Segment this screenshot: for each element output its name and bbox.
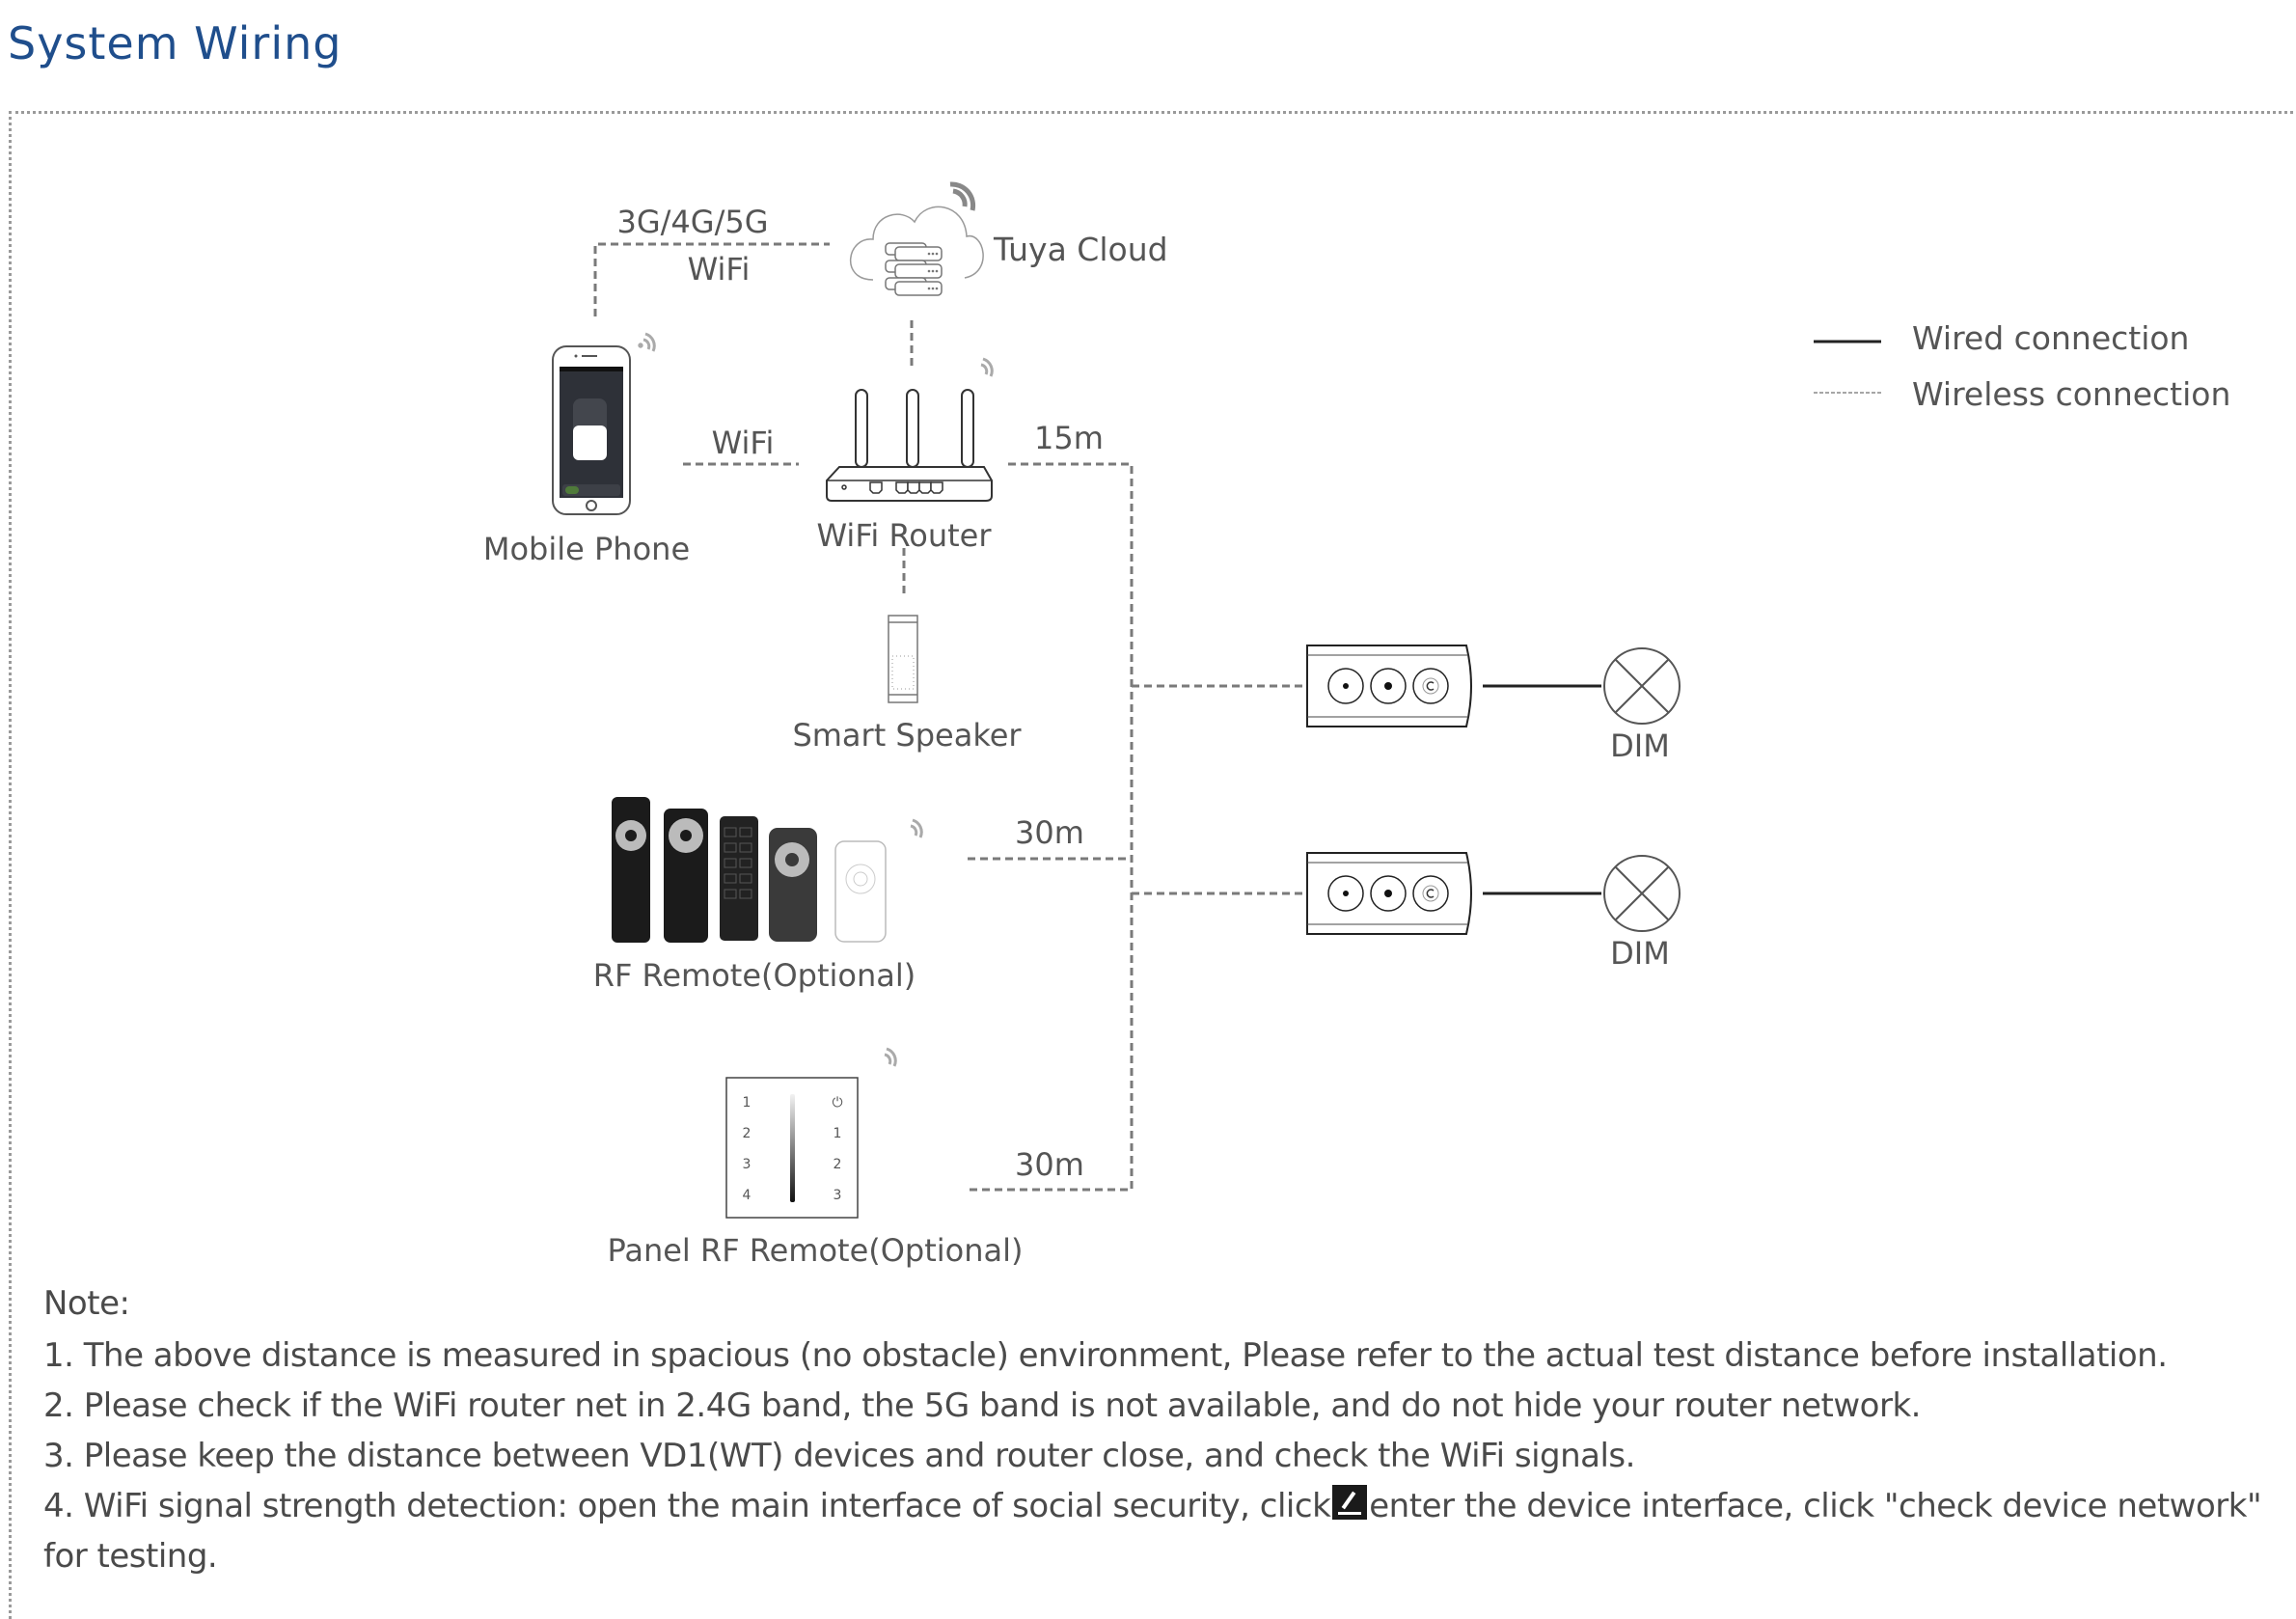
load-label: DIM — [1610, 935, 1670, 972]
panel-key-left-1: 1 — [743, 1095, 752, 1111]
speaker-label: Smart Speaker — [792, 717, 1022, 754]
panel-key-right-4: 3 — [834, 1188, 842, 1203]
link-label-30m-rf: 30m — [1015, 814, 1084, 851]
phone-signal-icon — [638, 332, 656, 352]
wireless-links — [593, 242, 1304, 1192]
panel-key-left-4: 4 — [743, 1188, 752, 1203]
controllers: DIM DIM — [1306, 645, 1681, 972]
legend-wired-label: Wired connection — [1912, 319, 2189, 357]
phone-label: Mobile Phone — [483, 531, 690, 567]
panel-key-right-3: 2 — [834, 1157, 842, 1172]
rf-remote-label: RF Remote(Optional) — [593, 957, 916, 994]
notes-section: Note: 1. The above distance is measured … — [43, 1278, 2296, 1581]
smartphone-icon — [552, 332, 656, 515]
panel-key-right-2: 1 — [834, 1126, 842, 1141]
cloud-server-icon — [849, 181, 984, 296]
note-item-2: 2. Please check if the WiFi router net i… — [43, 1386, 1921, 1425]
router-label: WiFi Router — [816, 517, 992, 554]
panel-key-left-3: 3 — [743, 1157, 752, 1172]
router-icon — [826, 357, 994, 502]
smart-speaker-icon — [888, 615, 918, 703]
link-label-cellular: 3G/4G/5G — [616, 204, 768, 240]
legend: Wired connection Wireless connection — [1814, 319, 2230, 413]
rf-remotes-icon — [612, 797, 923, 943]
wiring-diagram: 3G/4G/5G WiFi WiFi 15m 30m 30m Tuya Clou… — [483, 181, 2230, 1269]
edit-icon — [1332, 1485, 1368, 1520]
panel-remote-icon: 1 2 3 4 ⏻ 1 2 3 — [725, 1047, 897, 1219]
cloud-signal-icon — [949, 181, 976, 211]
panel-key-left-2: 2 — [743, 1126, 752, 1141]
cloud-label: Tuya Cloud — [993, 231, 1168, 268]
link-label-wifi-cloud: WiFi — [688, 251, 751, 288]
link-label-15m: 15m — [1034, 420, 1104, 456]
note-item-4-text-after: enter the device interface, click "check… — [43, 1487, 2262, 1576]
router-signal-icon — [980, 357, 994, 377]
note-item-1: 1. The above distance is measured in spa… — [43, 1336, 2168, 1375]
load-label: DIM — [1610, 727, 1670, 764]
note-item-4-text-before: 4. WiFi signal strength detection: open … — [43, 1487, 1331, 1525]
link-label-30m-panel: 30m — [1015, 1146, 1084, 1183]
panel-key-right-1: ⏻ — [832, 1095, 842, 1111]
panel-remote-label: Panel RF Remote(Optional) — [607, 1232, 1023, 1269]
controller-2: DIM — [1306, 852, 1681, 972]
legend-wireless-label: Wireless connection — [1912, 375, 2230, 413]
link-router-trunk — [970, 462, 1134, 1192]
note-item-4: 4. WiFi signal strength detection: open … — [43, 1481, 2296, 1581]
link-label-wifi-phone-router: WiFi — [712, 425, 775, 461]
notes-heading: Note: — [43, 1284, 130, 1323]
link-phone-cloud — [593, 242, 830, 316]
rf-signal-icon — [910, 818, 923, 838]
diagram-frame — [9, 111, 2296, 1619]
power-button-icon — [1412, 668, 1449, 704]
note-item-3: 3. Please keep the distance between VD1(… — [43, 1437, 1635, 1475]
power-button-icon — [1412, 875, 1449, 912]
page-title: System Wiring — [8, 17, 342, 69]
panel-signal-icon — [884, 1047, 897, 1067]
controller-1: DIM — [1306, 645, 1681, 764]
